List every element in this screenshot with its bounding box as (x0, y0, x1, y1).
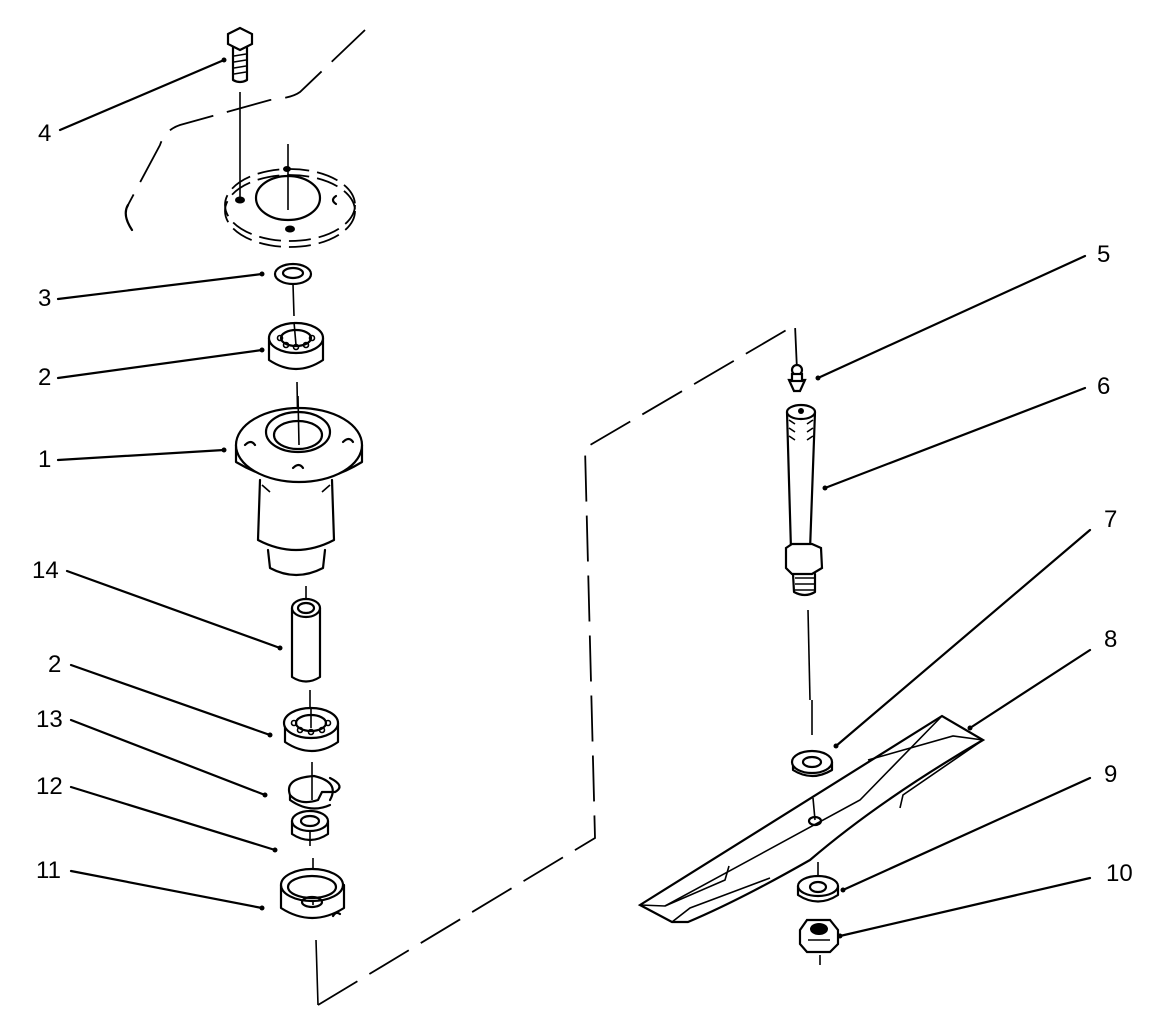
callout-13: 13 (36, 706, 63, 733)
snap-ring-part (287, 762, 341, 810)
leader-lines (56, 57, 1092, 939)
callout-1: 1 (38, 446, 52, 473)
seal-part-top (273, 262, 313, 317)
seal-part-bottom (290, 809, 330, 846)
blade-part (637, 714, 986, 924)
callout-5: 5 (1097, 241, 1111, 268)
bearing-part-bottom (282, 690, 340, 753)
spacer-tube-part (290, 586, 322, 683)
callout-3: 3 (38, 285, 52, 312)
callout-2-top: 2 (38, 364, 52, 391)
bolt-part (226, 26, 254, 200)
callout-12: 12 (36, 773, 63, 800)
mounting-plate (224, 144, 356, 248)
spindle-housing-part (234, 395, 364, 577)
lock-nut-part (798, 918, 840, 965)
cup-part (279, 858, 346, 1006)
callout-2-bottom: 2 (48, 651, 62, 678)
spindle-shaft-part (784, 403, 824, 701)
bearing-part-top (267, 321, 325, 441)
callout-10: 10 (1106, 860, 1133, 887)
callout-11: 11 (36, 857, 61, 884)
callout-14: 14 (32, 557, 59, 584)
callout-9: 9 (1104, 761, 1118, 788)
callout-6: 6 (1097, 373, 1111, 400)
callout-7: 7 (1104, 506, 1118, 533)
assembly-connector (317, 323, 798, 1006)
grease-fitting-part (787, 363, 807, 393)
washer-part-top (790, 700, 834, 778)
washer-part-bottom (796, 862, 840, 903)
callout-8: 8 (1104, 626, 1118, 653)
deck-outline (124, 29, 366, 232)
callout-4: 4 (38, 120, 52, 147)
